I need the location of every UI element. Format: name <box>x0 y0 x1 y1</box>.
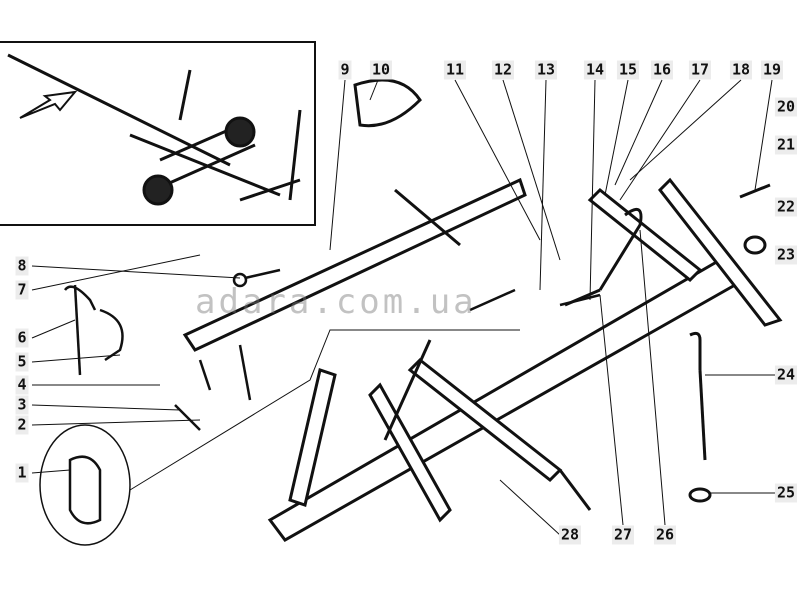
callout-26: 26 <box>653 525 677 545</box>
callout-14: 14 <box>583 60 607 80</box>
callout-13: 13 <box>534 60 558 80</box>
callout-19: 19 <box>760 60 784 80</box>
callout-15: 15 <box>616 60 640 80</box>
callout-16: 16 <box>650 60 674 80</box>
callout-8: 8 <box>15 256 29 276</box>
callout-5: 5 <box>15 352 29 372</box>
callout-4: 4 <box>15 375 29 395</box>
callout-1: 1 <box>15 463 29 483</box>
callout-7: 7 <box>15 280 29 300</box>
callout-10: 10 <box>369 60 393 80</box>
callout-28: 28 <box>558 525 582 545</box>
callout-25: 25 <box>774 483 798 503</box>
leader-lines <box>31 79 776 536</box>
callout-27: 27 <box>611 525 635 545</box>
callout-17: 17 <box>688 60 712 80</box>
callout-2: 2 <box>15 415 29 435</box>
callout-20: 20 <box>774 97 798 117</box>
callout-22: 22 <box>774 197 798 217</box>
inset-overview-drawing <box>7 53 302 206</box>
callout-9: 9 <box>338 60 352 80</box>
callout-24: 24 <box>774 365 798 385</box>
callout-21: 21 <box>774 135 798 155</box>
main-frame-drawing <box>182 177 783 542</box>
callout-23: 23 <box>774 245 798 265</box>
callout-3: 3 <box>15 395 29 415</box>
callout-18: 18 <box>729 60 753 80</box>
callout-12: 12 <box>491 60 515 80</box>
left-parts-drawing <box>39 78 601 546</box>
callout-6: 6 <box>15 328 29 348</box>
watermark: adara.com.ua <box>195 282 477 322</box>
callout-11: 11 <box>443 60 467 80</box>
inset-frame <box>0 41 316 226</box>
